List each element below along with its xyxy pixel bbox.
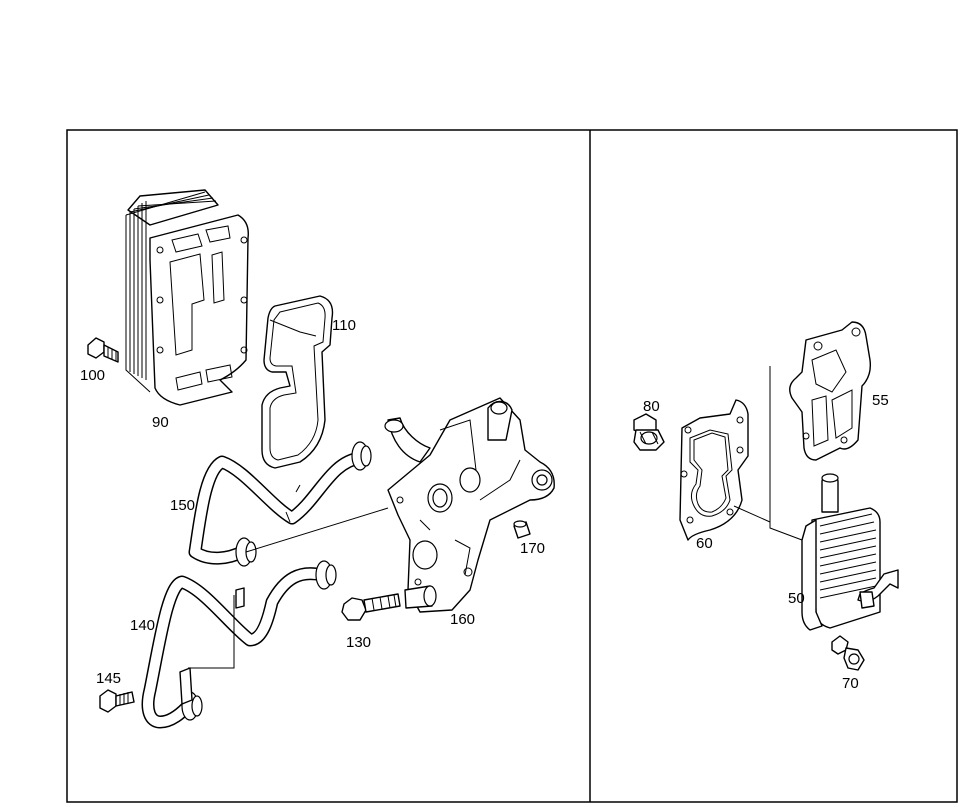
label-145: 145	[96, 670, 121, 687]
diagram-frame	[66, 129, 958, 803]
part-140-pipe[interactable]	[141, 560, 337, 729]
label-170: 170	[520, 540, 545, 557]
leader-lines-left	[188, 507, 389, 669]
label-50: 50	[788, 590, 805, 607]
part-80-sensor[interactable]	[633, 413, 665, 451]
label-130: 130	[346, 634, 371, 651]
part-150-pipe[interactable]	[188, 441, 372, 567]
part-110-gasket[interactable]	[261, 295, 334, 469]
label-55: 55	[872, 392, 889, 409]
part-50-oil-cooler[interactable]	[801, 473, 899, 631]
part-170-pin[interactable]	[513, 520, 531, 539]
leader-lines-right	[733, 366, 803, 541]
part-130-bolt[interactable]	[341, 593, 401, 621]
label-160: 160	[450, 611, 475, 628]
part-160-filter-housing[interactable]	[384, 397, 555, 613]
label-140: 140	[130, 617, 155, 634]
part-labels: 90 100 110 150 140 145 130 160 170 80 60…	[80, 317, 889, 692]
label-110: 110	[332, 317, 356, 334]
part-145-bolt[interactable]	[99, 689, 135, 713]
label-100: 100	[80, 367, 105, 384]
label-80: 80	[643, 398, 660, 415]
label-150: 150	[170, 497, 195, 514]
label-70: 70	[842, 675, 859, 692]
part-55-housing[interactable]	[789, 321, 872, 461]
part-60-gasket[interactable]	[679, 399, 749, 541]
label-60: 60	[696, 535, 713, 552]
part-100-bolt[interactable]	[87, 337, 119, 363]
label-90: 90	[152, 414, 169, 431]
part-70-bolt[interactable]	[831, 635, 865, 671]
part-90-oil-cooler[interactable]	[125, 189, 249, 406]
